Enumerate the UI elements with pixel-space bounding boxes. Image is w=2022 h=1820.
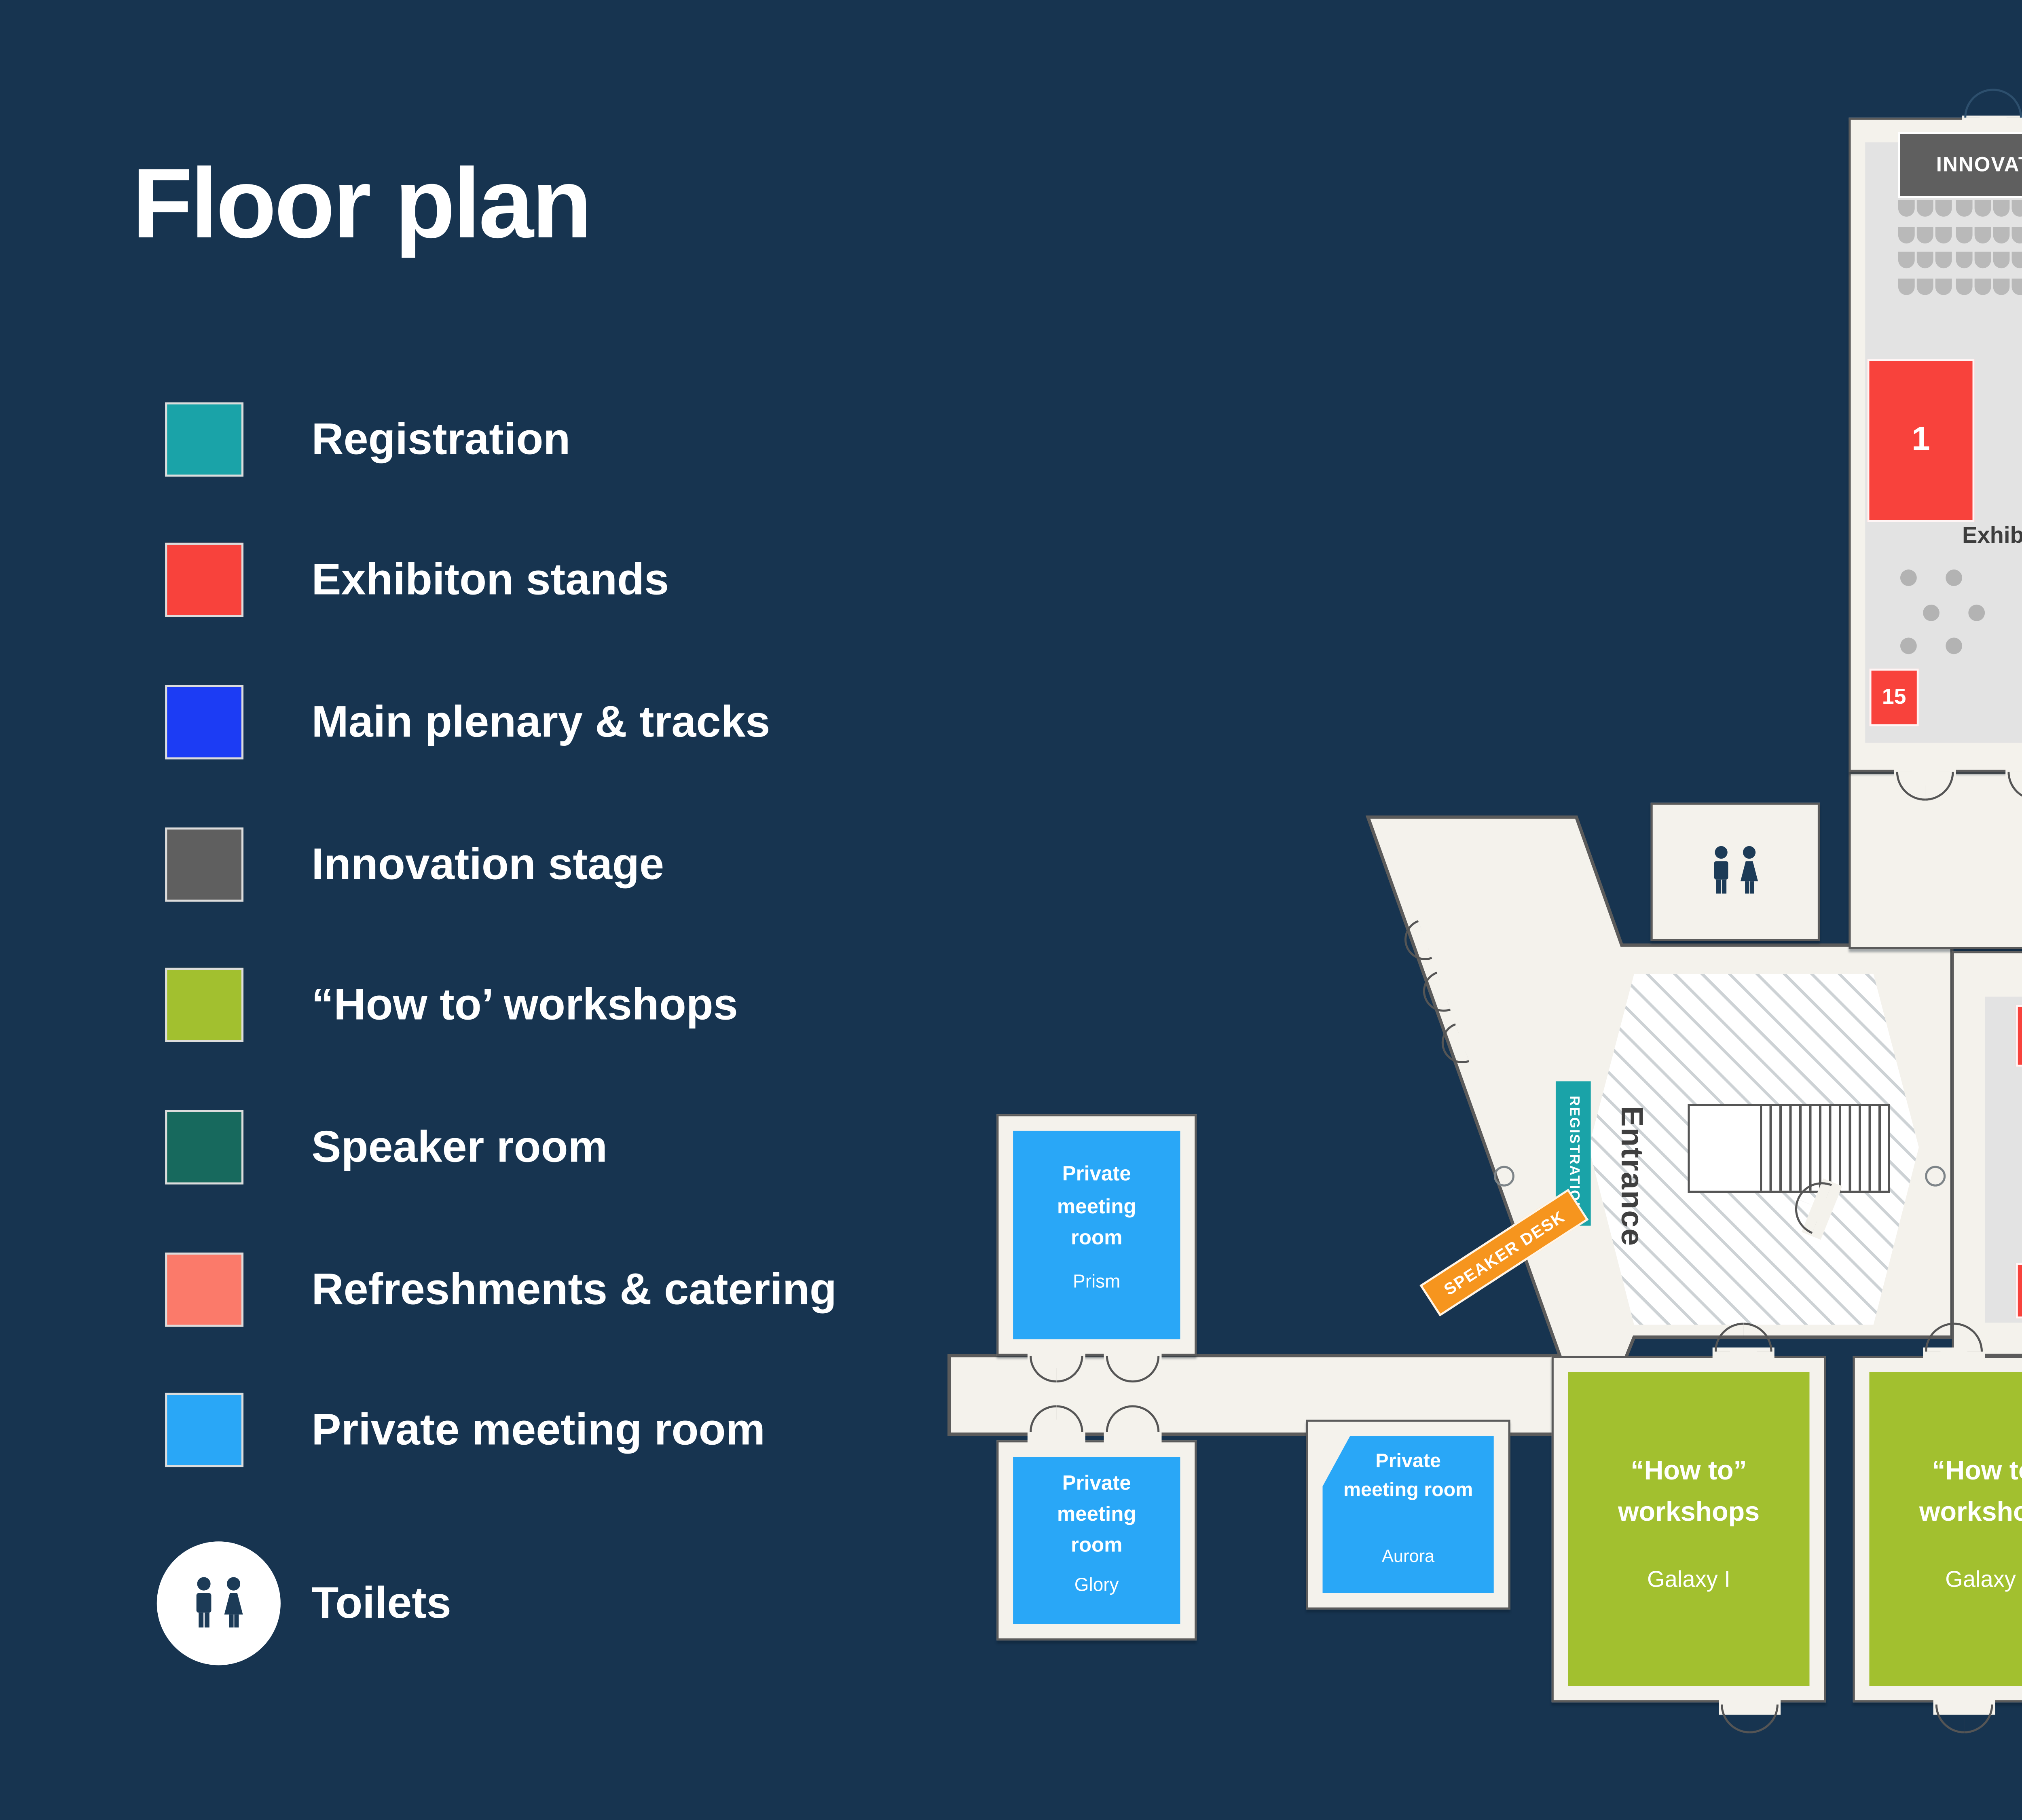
galaxy1-name: Galaxy I <box>1647 1568 1730 1593</box>
audience-seat <box>1898 200 1915 217</box>
audience-seat <box>1955 226 1972 243</box>
galaxy1-type: “How to” workshops <box>1618 1454 1760 1528</box>
audience-seat <box>1993 252 2010 269</box>
audience-seat <box>1917 226 1934 243</box>
legend-swatch-speaker-room <box>165 1110 244 1185</box>
toilets-icon <box>1714 846 1758 894</box>
audience-seat <box>2012 200 2022 217</box>
audience-seat <box>1955 278 1972 295</box>
galaxy2-room: “How to” workshops Galaxy II <box>1869 1372 2022 1686</box>
audience-seat <box>2012 252 2022 269</box>
audience-seat <box>1974 252 1991 269</box>
column-marker <box>1493 1166 1514 1187</box>
legend-label-innovation-stage: Innovation stage <box>311 840 664 889</box>
legend-label-toilets: Toilets <box>311 1579 451 1628</box>
floor-a-dot <box>1968 604 1985 621</box>
audience-seat <box>1936 226 1953 243</box>
galaxy2-name: Galaxy II <box>1945 1568 2022 1593</box>
legend-swatch-innovation-stage <box>165 827 244 902</box>
galaxy1-room: “How to” workshops Galaxy I <box>1568 1372 1810 1686</box>
legend-label-registration: Registration <box>311 415 571 464</box>
legend-label-how-to-workshops: “How to’ workshops <box>311 980 738 1030</box>
legend-label-exhibition-stands: Exhibiton stands <box>311 555 669 605</box>
legend-label-main-plenary: Main plenary & tracks <box>311 697 770 747</box>
audience-seat <box>1974 278 1991 295</box>
toilets-room <box>1650 802 1820 941</box>
floor-a-dot <box>1946 637 1963 654</box>
entrance-label: Entrance <box>1613 1106 1649 1247</box>
audience-seat <box>1898 226 1915 243</box>
glory-room-name: Glory <box>1074 1574 1119 1595</box>
audience-seat <box>1898 278 1915 295</box>
glory-room: Private meeting room Glory <box>1013 1457 1180 1624</box>
main-corridor <box>1849 772 2022 949</box>
floor-a-dot <box>1900 569 1917 586</box>
audience-seat <box>1898 252 1915 269</box>
toilets-icon <box>196 1577 243 1627</box>
aurora-room-type: Private meeting room <box>1343 1450 1473 1502</box>
prism-room-type: Private meeting room <box>1057 1164 1136 1251</box>
legend-swatch-private-meeting <box>165 1393 244 1467</box>
page-title: Floor plan <box>132 150 592 260</box>
legend-label-refreshments: Refreshments & catering <box>311 1265 837 1314</box>
column-marker <box>1925 1166 1946 1187</box>
legend-swatch-registration <box>165 402 244 477</box>
floor-a-dot <box>1946 569 1963 586</box>
prism-room-name: Prism <box>1073 1271 1121 1292</box>
stand-5: 5 <box>2016 1005 2022 1067</box>
aurora-room: Private meeting room Aurora <box>1322 1436 1494 1593</box>
aurora-room-name: Aurora <box>1382 1545 1435 1566</box>
legend-label-speaker-room: Speaker room <box>311 1122 608 1172</box>
entrance-stairs <box>1688 1104 1890 1193</box>
floor-a-dot <box>1900 637 1917 654</box>
exhibition-floor-a-label: Exhibition floor A <box>1962 524 2022 549</box>
audience-seat <box>1993 226 2010 243</box>
legend-label-private-meeting: Private meeting room <box>311 1405 766 1455</box>
legend-toilets-badge <box>157 1541 281 1666</box>
audience-seat <box>1974 200 1991 217</box>
glory-room-type: Private meeting room <box>1057 1473 1136 1558</box>
prism-room: Private meeting room Prism <box>1013 1130 1180 1340</box>
innovation-stage: INNOVATION STAGE <box>1898 132 2022 198</box>
stand-15: 15 <box>1869 669 1919 726</box>
audience-seat <box>1936 278 1953 295</box>
audience-seat <box>1917 200 1934 217</box>
audience-seat <box>2012 278 2022 295</box>
legend-swatch-refreshments <box>165 1252 244 1327</box>
legend-swatch-main-plenary <box>165 685 244 760</box>
audience-seat <box>1993 200 2010 217</box>
audience-seat <box>2012 226 2022 243</box>
audience-seat <box>1917 278 1934 295</box>
legend-swatch-how-to-workshops <box>165 967 244 1042</box>
audience-seat <box>1974 226 1991 243</box>
stand-3: 3 <box>2016 1263 2022 1319</box>
audience-seat <box>1955 200 1972 217</box>
floor-a-dot <box>1923 604 1940 621</box>
audience-seat <box>1993 278 2010 295</box>
legend-swatch-exhibition-stands <box>165 542 244 617</box>
stand-1: 1 <box>1867 359 1975 522</box>
galaxy2-type: “How to” workshops <box>1919 1454 2022 1528</box>
